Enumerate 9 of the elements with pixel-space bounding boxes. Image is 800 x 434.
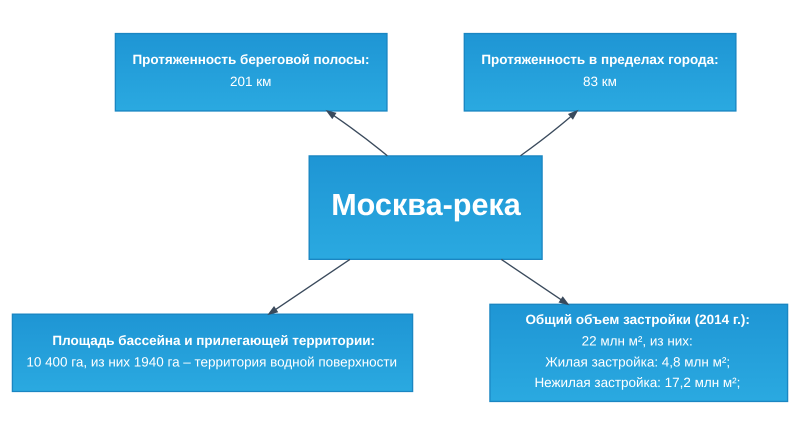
node-box: Москва-река — [308, 154, 543, 260]
node-box: Площадь бассейна и прилегающей территории: 10 400 га, из них 1940 га – территория водной поверхности — [12, 313, 414, 392]
arrow — [267, 258, 350, 315]
node-box: Протяженность береговой полосы: 201 км — [114, 32, 388, 112]
arrow — [325, 109, 388, 156]
node-box: Общий объем застройки (2014 г.): 22 млн м², из них: Жилая застройка: 4,8 млн м²; Нежилая застройка: 17,2 млн м²; — [489, 303, 788, 402]
arrow — [500, 258, 570, 305]
node-box: Протяженность в пределах города: 83 км — [464, 32, 737, 112]
arrow — [520, 109, 579, 156]
